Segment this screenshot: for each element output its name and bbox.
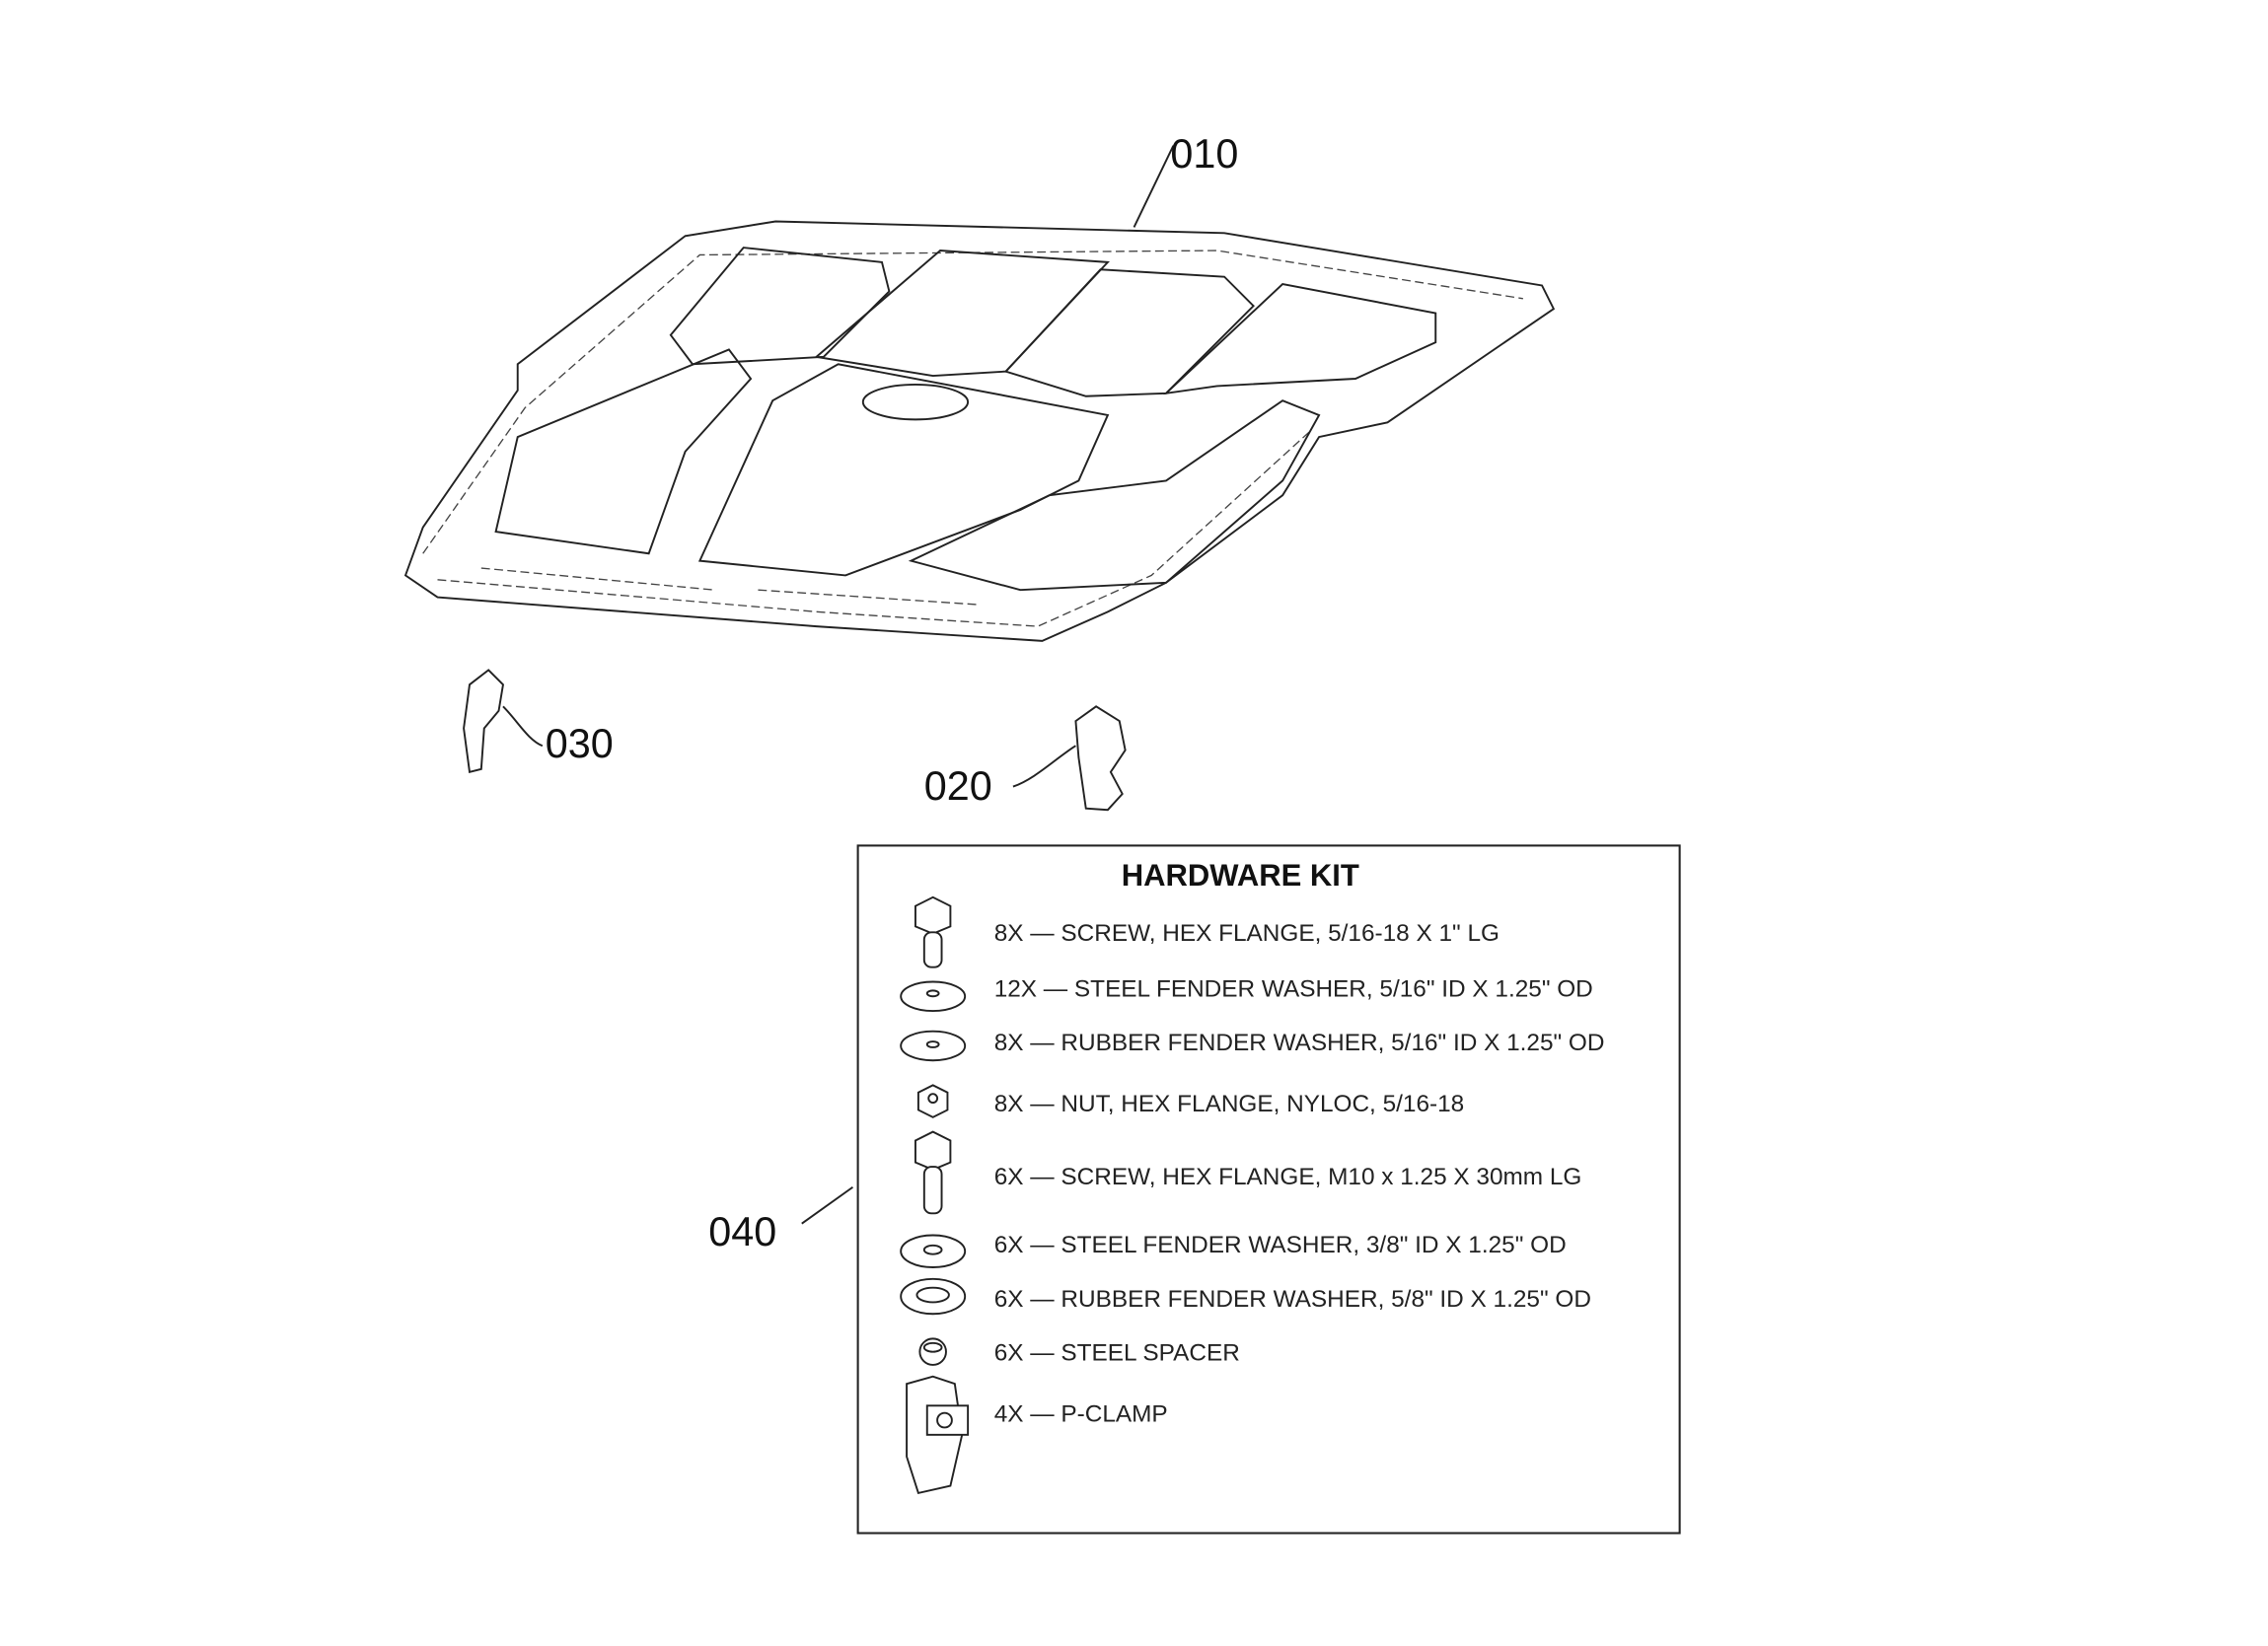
hex-flange-screw-icon [914,1130,952,1215]
hardware-item: 12X — STEEL FENDER WASHER, 5/16" ID X 1.… [994,975,1593,1002]
nut-icon [916,1084,949,1118]
hardware-item: 6X — SCREW, HEX FLANGE, M10 x 1.25 X 30m… [994,1164,1582,1190]
bracket-left-part [463,669,544,773]
callout-020: 020 [924,763,992,809]
hardware-item: 6X — RUBBER FENDER WASHER, 5/8" ID X 1.2… [994,1286,1591,1313]
spacer-icon [918,1337,947,1366]
leader-line-040 [801,1185,853,1225]
rubber-washer-icon [900,1277,967,1316]
steel-washer-icon [900,980,967,1012]
rubber-washer-icon [900,1030,967,1062]
hardware-item: 8X — RUBBER FENDER WASHER, 5/16" ID X 1.… [994,1030,1605,1056]
hardware-kit-box: HARDWARE KIT [856,844,1681,1535]
p-clamp-icon [906,1375,970,1495]
callout-010: 010 [1170,131,1238,177]
hardware-item: 4X — P-CLAMP [994,1401,1168,1428]
hex-flange-screw-icon [914,895,952,968]
hardware-item: 6X — STEEL SPACER [994,1340,1240,1367]
callout-040: 040 [708,1209,776,1254]
steel-washer-icon [900,1234,967,1268]
hardware-kit-title: HARDWARE KIT [1122,858,1359,893]
callout-030: 030 [546,721,614,766]
hood-part [403,145,1556,642]
hardware-item: 8X — NUT, HEX FLANGE, NYLOC, 5/16-18 [994,1091,1465,1117]
leader-line-010 [1133,145,1175,228]
hardware-item: 8X — SCREW, HEX FLANGE, 5/16-18 X 1" LG [994,920,1500,947]
hardware-item: 6X — STEEL FENDER WASHER, 3/8" ID X 1.25… [994,1232,1567,1258]
bracket-right-part [1012,705,1127,812]
